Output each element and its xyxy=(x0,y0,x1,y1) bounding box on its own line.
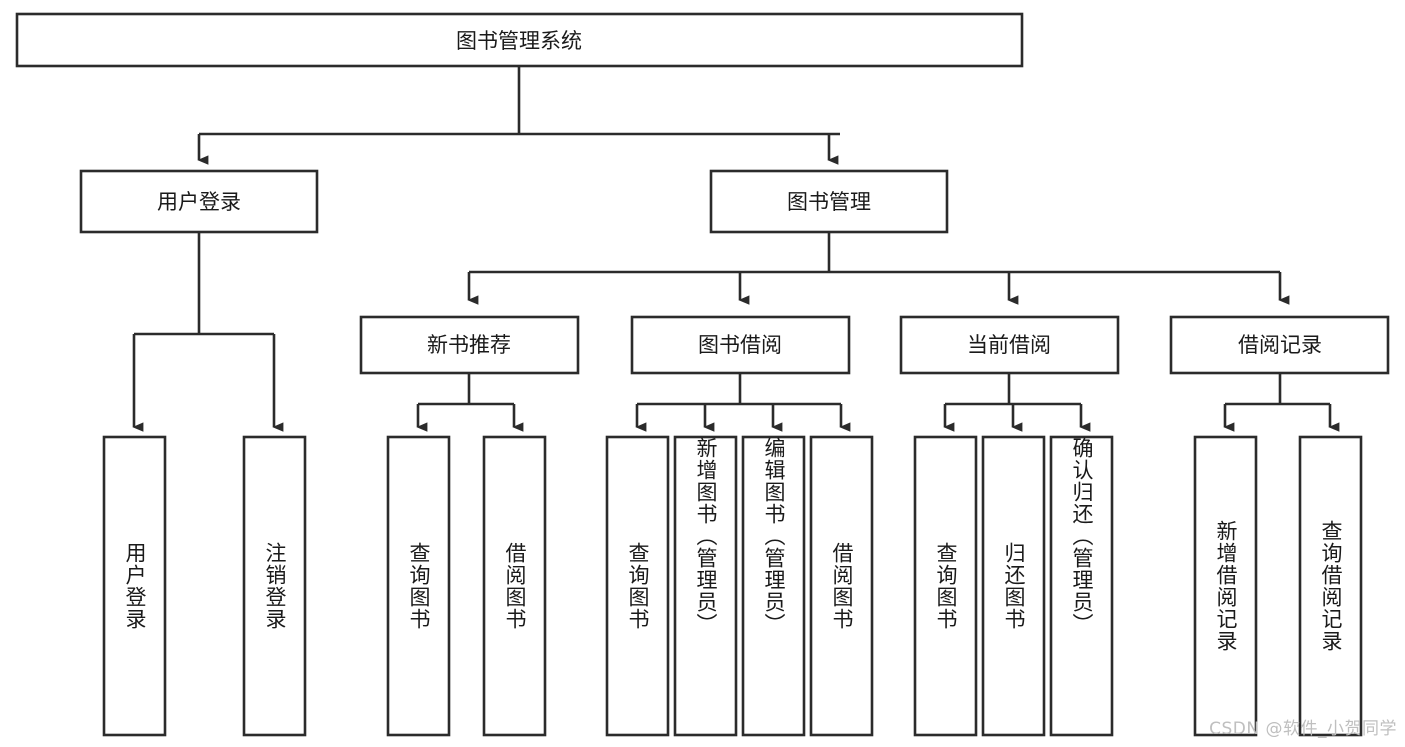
leaf-box-query-book-borrow[interactable] xyxy=(605,435,670,737)
node-new-book-recommend[interactable]: 新书推荐 xyxy=(359,315,580,375)
node-current-borrow-label: 当前借阅 xyxy=(967,333,1051,357)
connector-book-borrow-to-leaves xyxy=(635,373,851,432)
connector-borrow-record-to-leaves xyxy=(1223,373,1340,432)
node-new-book-recommend-box[interactable] xyxy=(359,315,580,375)
watermark-text: CSDN @软件_小贺同学 xyxy=(1209,719,1397,739)
leaf-box-query-book-current[interactable] xyxy=(913,435,978,737)
node-current-borrow-box[interactable] xyxy=(899,315,1120,375)
leaf-box-query-book-rec[interactable] xyxy=(386,435,451,737)
node-book-borrow-label: 图书借阅 xyxy=(698,333,782,357)
leaf-box-confirm-return-admin[interactable] xyxy=(1049,435,1114,737)
node-root[interactable]: 图书管理系统 xyxy=(15,12,1024,68)
connector-user-login-to-leaves xyxy=(132,232,284,432)
leaf-box-edit-book-admin[interactable] xyxy=(741,435,806,737)
connector-book-management-to-level3 xyxy=(467,232,1290,305)
leaf-box-logout[interactable] xyxy=(242,435,307,737)
leaf-box-add-book-admin[interactable] xyxy=(673,435,738,737)
node-user-login-label: 用户登录 xyxy=(157,190,241,214)
node-user-login-box[interactable] xyxy=(79,169,319,234)
leaf-box-add-borrow-record[interactable] xyxy=(1193,435,1258,737)
node-book-borrow[interactable]: 图书借阅 xyxy=(630,315,851,375)
leaf-box-return-book[interactable] xyxy=(981,435,1046,737)
node-root-box[interactable] xyxy=(15,12,1024,68)
leaf-box-borrow-book-rec[interactable] xyxy=(482,435,547,737)
node-user-login[interactable]: 用户登录 xyxy=(79,169,319,234)
node-book-management-label: 图书管理 xyxy=(787,190,871,214)
leaf-box-borrow-book[interactable] xyxy=(809,435,874,737)
node-borrow-record-label: 借阅记录 xyxy=(1238,333,1322,357)
node-book-management[interactable]: 图书管理 xyxy=(709,169,949,234)
node-root-label: 图书管理系统 xyxy=(456,29,582,53)
leaf-box-query-borrow-record[interactable] xyxy=(1298,435,1363,737)
connector-new-book-recommend-to-leaves xyxy=(416,373,524,432)
node-borrow-record[interactable]: 借阅记录 xyxy=(1169,315,1390,375)
node-new-book-recommend-label: 新书推荐 xyxy=(427,333,511,357)
leaf-box-user-login[interactable] xyxy=(102,435,167,737)
connector-current-borrow-to-leaves xyxy=(943,373,1091,432)
node-current-borrow[interactable]: 当前借阅 xyxy=(899,315,1120,375)
connector-root-to-level2 xyxy=(197,66,840,165)
